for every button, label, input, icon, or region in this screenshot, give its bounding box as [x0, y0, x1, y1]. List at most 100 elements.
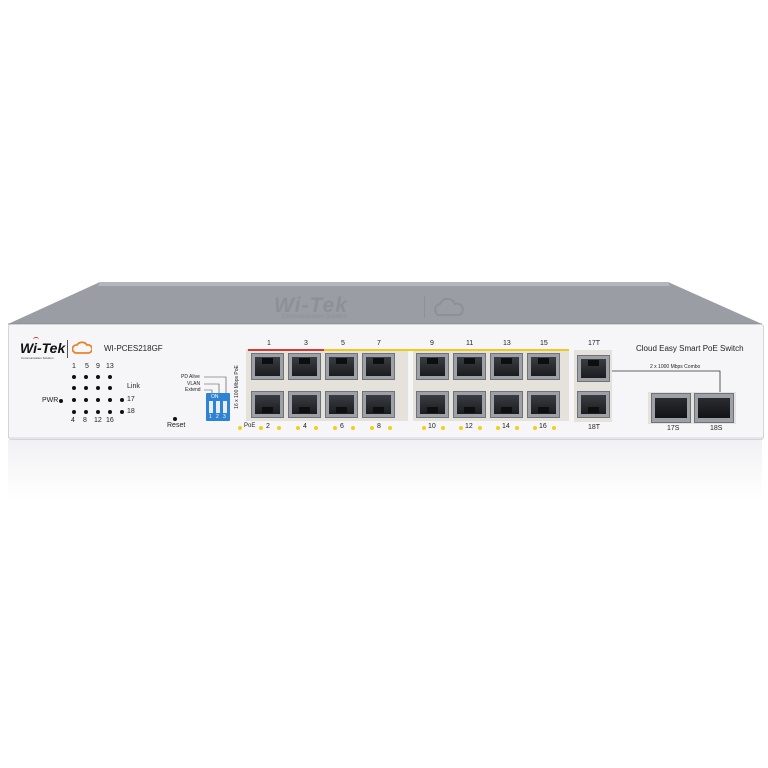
poe-led-6a — [333, 426, 337, 430]
port-label-1: 1 — [267, 340, 271, 347]
pwr-led — [59, 399, 63, 403]
port-6[interactable] — [325, 391, 358, 418]
dip-toggle-3[interactable] — [223, 401, 227, 413]
link-led-2 — [72, 386, 76, 390]
port-12[interactable] — [453, 391, 486, 418]
link-led-11 — [96, 398, 100, 402]
pwr-label: PWR — [42, 397, 59, 404]
dip-label-vlan: VLAN — [187, 381, 201, 387]
port-3[interactable] — [288, 353, 321, 380]
port-label-4: 4 — [303, 423, 307, 430]
poe-led-2a — [259, 426, 263, 430]
brand-logo: Wi-Tek — [20, 340, 66, 356]
link-led-12 — [96, 410, 100, 414]
link-led-18 — [120, 410, 124, 414]
dip-label-extend: Extend — [185, 387, 201, 393]
link-led-9 — [96, 375, 100, 379]
port-8[interactable] — [362, 391, 395, 418]
port-label-3: 3 — [304, 340, 308, 347]
poe-led-4b — [314, 426, 318, 430]
port-17t[interactable] — [577, 355, 610, 382]
embossed-brand-text: Wi-Tek — [274, 294, 348, 317]
brand-tagline: Communication Solution — [21, 356, 54, 360]
port-10[interactable] — [416, 391, 449, 418]
dip-on-label: ON — [211, 394, 219, 400]
embossed-cloud-icon — [434, 298, 464, 316]
port-label-9: 9 — [430, 340, 434, 347]
port-13[interactable] — [490, 353, 523, 380]
poe-led-2b — [277, 426, 281, 430]
port-18t[interactable] — [577, 391, 610, 418]
led-label-12: 12 — [94, 417, 102, 424]
speed-label: 16 x 100 Mbps PoE — [234, 365, 240, 409]
reset-label: Reset — [167, 422, 186, 429]
model-name: WI-PCES218GF — [104, 344, 163, 353]
embossed-divider — [424, 296, 425, 318]
poe-led-8b — [388, 426, 392, 430]
link-led-16 — [108, 410, 112, 414]
link-led-1 — [72, 375, 76, 379]
red-stripe — [248, 349, 324, 351]
led-label-8: 8 — [83, 417, 87, 424]
port-4[interactable] — [288, 391, 321, 418]
dip-num-1: 1 — [209, 414, 212, 420]
led-label-18: 18 — [127, 408, 135, 415]
led-label-4: 4 — [71, 417, 75, 424]
front-reflection — [8, 440, 762, 500]
sfp-label-18s: 18S — [710, 425, 723, 432]
sfp-port-18s[interactable] — [694, 393, 734, 423]
port-15[interactable] — [527, 353, 560, 380]
port-label-7: 7 — [377, 340, 381, 347]
dip-toggle-1[interactable] — [209, 401, 213, 413]
poe-led-10b — [441, 426, 445, 430]
dip-num-2: 2 — [216, 414, 219, 420]
port-label-10: 10 — [428, 423, 436, 430]
port-7[interactable] — [362, 353, 395, 380]
link-led-10 — [96, 386, 100, 390]
poe-led-14a — [496, 426, 500, 430]
link-label: Link — [127, 383, 140, 390]
port-label-14: 14 — [502, 423, 510, 430]
link-led-5 — [84, 375, 88, 379]
poe-led-4a — [296, 426, 300, 430]
poe-led-12b — [478, 426, 482, 430]
port-label-16: 16 — [539, 423, 547, 430]
port-label-11: 11 — [466, 340, 474, 347]
port-9[interactable] — [416, 353, 449, 380]
port-11[interactable] — [453, 353, 486, 380]
link-led-15 — [108, 398, 112, 402]
port-14[interactable] — [490, 391, 523, 418]
link-led-13 — [108, 375, 112, 379]
dip-label-pd-alive: PD Alive — [181, 374, 200, 380]
port-2[interactable] — [251, 391, 284, 418]
led-label-16: 16 — [106, 417, 114, 424]
port-label-2: 2 — [266, 423, 270, 430]
port-label-18t: 18T — [588, 424, 601, 431]
port-16[interactable] — [527, 391, 560, 418]
port-label-15: 15 — [540, 340, 548, 347]
dip-toggle-2[interactable] — [216, 401, 220, 413]
port-5[interactable] — [325, 353, 358, 380]
yellow-stripe — [324, 349, 569, 351]
reset-button[interactable] — [173, 417, 177, 421]
sfp-port-17s[interactable] — [651, 393, 691, 423]
sfp-label-17s: 17S — [667, 425, 680, 432]
led-label-5: 5 — [85, 363, 89, 370]
link-led-8 — [84, 410, 88, 414]
port-label-13: 13 — [503, 340, 511, 347]
port-label-5: 5 — [341, 340, 345, 347]
link-led-14 — [108, 386, 112, 390]
logo-signal-icon — [33, 337, 39, 342]
cloud-logo-icon — [72, 341, 92, 354]
dip-switch[interactable]: ON 1 2 3 — [206, 393, 230, 421]
combo-note: 2 x 1000 Mbps Combo — [650, 364, 701, 370]
brand-divider — [67, 340, 68, 358]
embossed-logo: Wi-Tek Communication Solution — [274, 294, 514, 322]
poe-led-6b — [351, 426, 355, 430]
embossed-tagline: Communication Solution — [282, 314, 348, 320]
led-label-17: 17 — [127, 396, 135, 403]
port-1[interactable] — [251, 353, 284, 380]
poe-led-14b — [515, 426, 519, 430]
port-label-17t: 17T — [588, 340, 601, 347]
product-line: Cloud Easy Smart PoE Switch — [636, 344, 744, 353]
